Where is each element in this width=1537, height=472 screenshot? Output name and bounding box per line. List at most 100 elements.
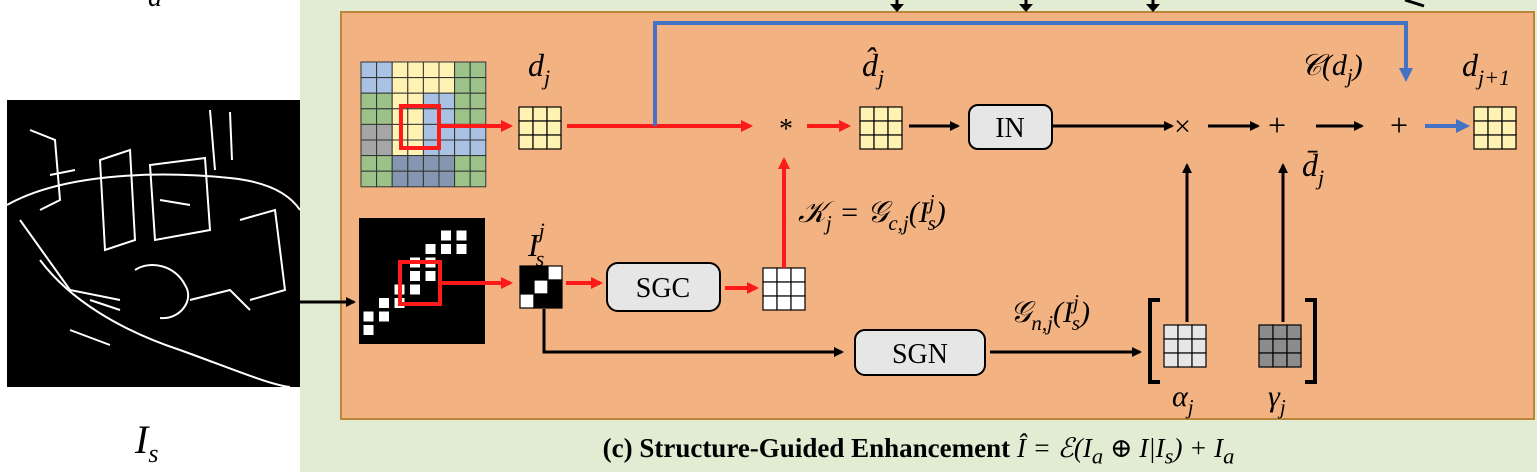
top-cut-arrows bbox=[890, 0, 1425, 12]
grid-cell bbox=[1163, 324, 1179, 340]
grid-cell bbox=[547, 293, 563, 309]
grid-cell bbox=[873, 120, 889, 136]
grid-cell bbox=[1177, 338, 1193, 354]
grid-cell bbox=[518, 134, 534, 150]
grid-cell bbox=[762, 295, 778, 311]
grid-cell bbox=[1286, 338, 1302, 354]
grid-cell bbox=[518, 120, 534, 136]
grid-cell bbox=[469, 155, 487, 172]
dhat-label: d̂j bbox=[862, 47, 884, 90]
mul-operator: × bbox=[1174, 110, 1191, 143]
kj-patch bbox=[762, 267, 806, 311]
grid-cell bbox=[547, 279, 563, 295]
grid-cell bbox=[360, 123, 378, 141]
alpha-gamma-brackets bbox=[1148, 298, 1317, 384]
grid-cell bbox=[859, 120, 875, 136]
grid-cell bbox=[1501, 134, 1517, 150]
grid-cell bbox=[1501, 120, 1517, 136]
grid-cell bbox=[407, 108, 424, 125]
dhat-patch bbox=[859, 106, 903, 150]
grid-cell bbox=[469, 92, 487, 110]
add-operator-2: + bbox=[1390, 107, 1408, 143]
figure-caption: (c) Structure-Guided Enhancement Î = ℰ(I… bbox=[602, 433, 1235, 469]
grid-cell bbox=[378, 297, 390, 309]
dj-patch bbox=[518, 106, 562, 150]
grid-cell bbox=[1163, 338, 1179, 354]
add-operator-1: + bbox=[1268, 107, 1286, 143]
grid-cell bbox=[438, 139, 456, 157]
grid-cell bbox=[546, 134, 562, 150]
grid-cell bbox=[424, 243, 437, 255]
grid-cell bbox=[519, 265, 535, 281]
grid-cell bbox=[360, 139, 378, 157]
gamma-patch bbox=[1258, 324, 1302, 368]
grid-cell bbox=[859, 106, 875, 122]
grid-cell bbox=[422, 123, 440, 141]
grid-cell bbox=[532, 134, 548, 150]
grid-cell bbox=[376, 77, 393, 94]
grid-cell bbox=[887, 106, 903, 122]
dbar-label: d̄j bbox=[1302, 147, 1324, 190]
grid-cell bbox=[407, 155, 424, 172]
grid-cell bbox=[1191, 324, 1207, 340]
djp1-label: dj+1 bbox=[1462, 47, 1510, 90]
black-paths bbox=[542, 121, 1364, 357]
grid-cell bbox=[547, 265, 563, 281]
grid-cell bbox=[533, 293, 549, 309]
grid-cell bbox=[422, 170, 440, 188]
grid-cell bbox=[887, 120, 903, 136]
grid-cell bbox=[1473, 134, 1489, 150]
grid-cell bbox=[873, 106, 889, 122]
grid-cell bbox=[776, 267, 792, 283]
grid-cell bbox=[469, 170, 487, 188]
sgc-box: SGC bbox=[606, 262, 721, 312]
grid-cell bbox=[519, 293, 535, 309]
grid-cell bbox=[1501, 106, 1517, 122]
grid-cell bbox=[454, 61, 471, 79]
grid-cell bbox=[391, 155, 409, 172]
grid-cell bbox=[376, 108, 393, 125]
grid-cell bbox=[1272, 324, 1288, 340]
grid-cell bbox=[776, 281, 792, 297]
edge-image-is bbox=[6, 100, 301, 388]
grid-cell bbox=[1473, 106, 1489, 122]
grid-cell bbox=[1286, 352, 1302, 368]
grid-cell bbox=[1191, 352, 1207, 368]
grid-cell bbox=[518, 106, 534, 122]
grid-cell bbox=[376, 123, 393, 141]
grid-cell bbox=[1258, 324, 1274, 340]
djp1-patch bbox=[1473, 106, 1517, 150]
grid-cell bbox=[546, 120, 562, 136]
grid-cell bbox=[360, 108, 378, 125]
grid-cell bbox=[391, 77, 409, 94]
grid-cell bbox=[362, 324, 375, 336]
blue-skip-path bbox=[653, 21, 1470, 133]
grid-cell bbox=[422, 155, 440, 172]
grid-cell bbox=[438, 61, 456, 79]
red-paths bbox=[440, 120, 851, 294]
grid-cell bbox=[454, 77, 471, 94]
grid-cell bbox=[454, 139, 471, 157]
grid-cell bbox=[407, 123, 424, 141]
grid-cell bbox=[422, 108, 440, 125]
grid-cell bbox=[407, 170, 424, 188]
grid-cell bbox=[376, 92, 393, 110]
grid-cell bbox=[1177, 324, 1193, 340]
grid-cell bbox=[790, 281, 806, 297]
gamma-label: γj bbox=[1268, 380, 1286, 419]
alpha-patch bbox=[1163, 324, 1207, 368]
in-box: IN bbox=[968, 104, 1053, 150]
grid-cell bbox=[1177, 352, 1193, 368]
grid-cell bbox=[790, 295, 806, 311]
grid-cell bbox=[438, 108, 456, 125]
grid-cell bbox=[360, 92, 378, 110]
grid-cell bbox=[1258, 352, 1274, 368]
grid-cell bbox=[391, 170, 409, 188]
grid-cell bbox=[1163, 352, 1179, 368]
grid-cell bbox=[360, 77, 378, 94]
grid-cell bbox=[790, 267, 806, 283]
grid-cell bbox=[469, 108, 487, 125]
grid-cell bbox=[532, 120, 548, 136]
grid-cell bbox=[438, 92, 456, 110]
